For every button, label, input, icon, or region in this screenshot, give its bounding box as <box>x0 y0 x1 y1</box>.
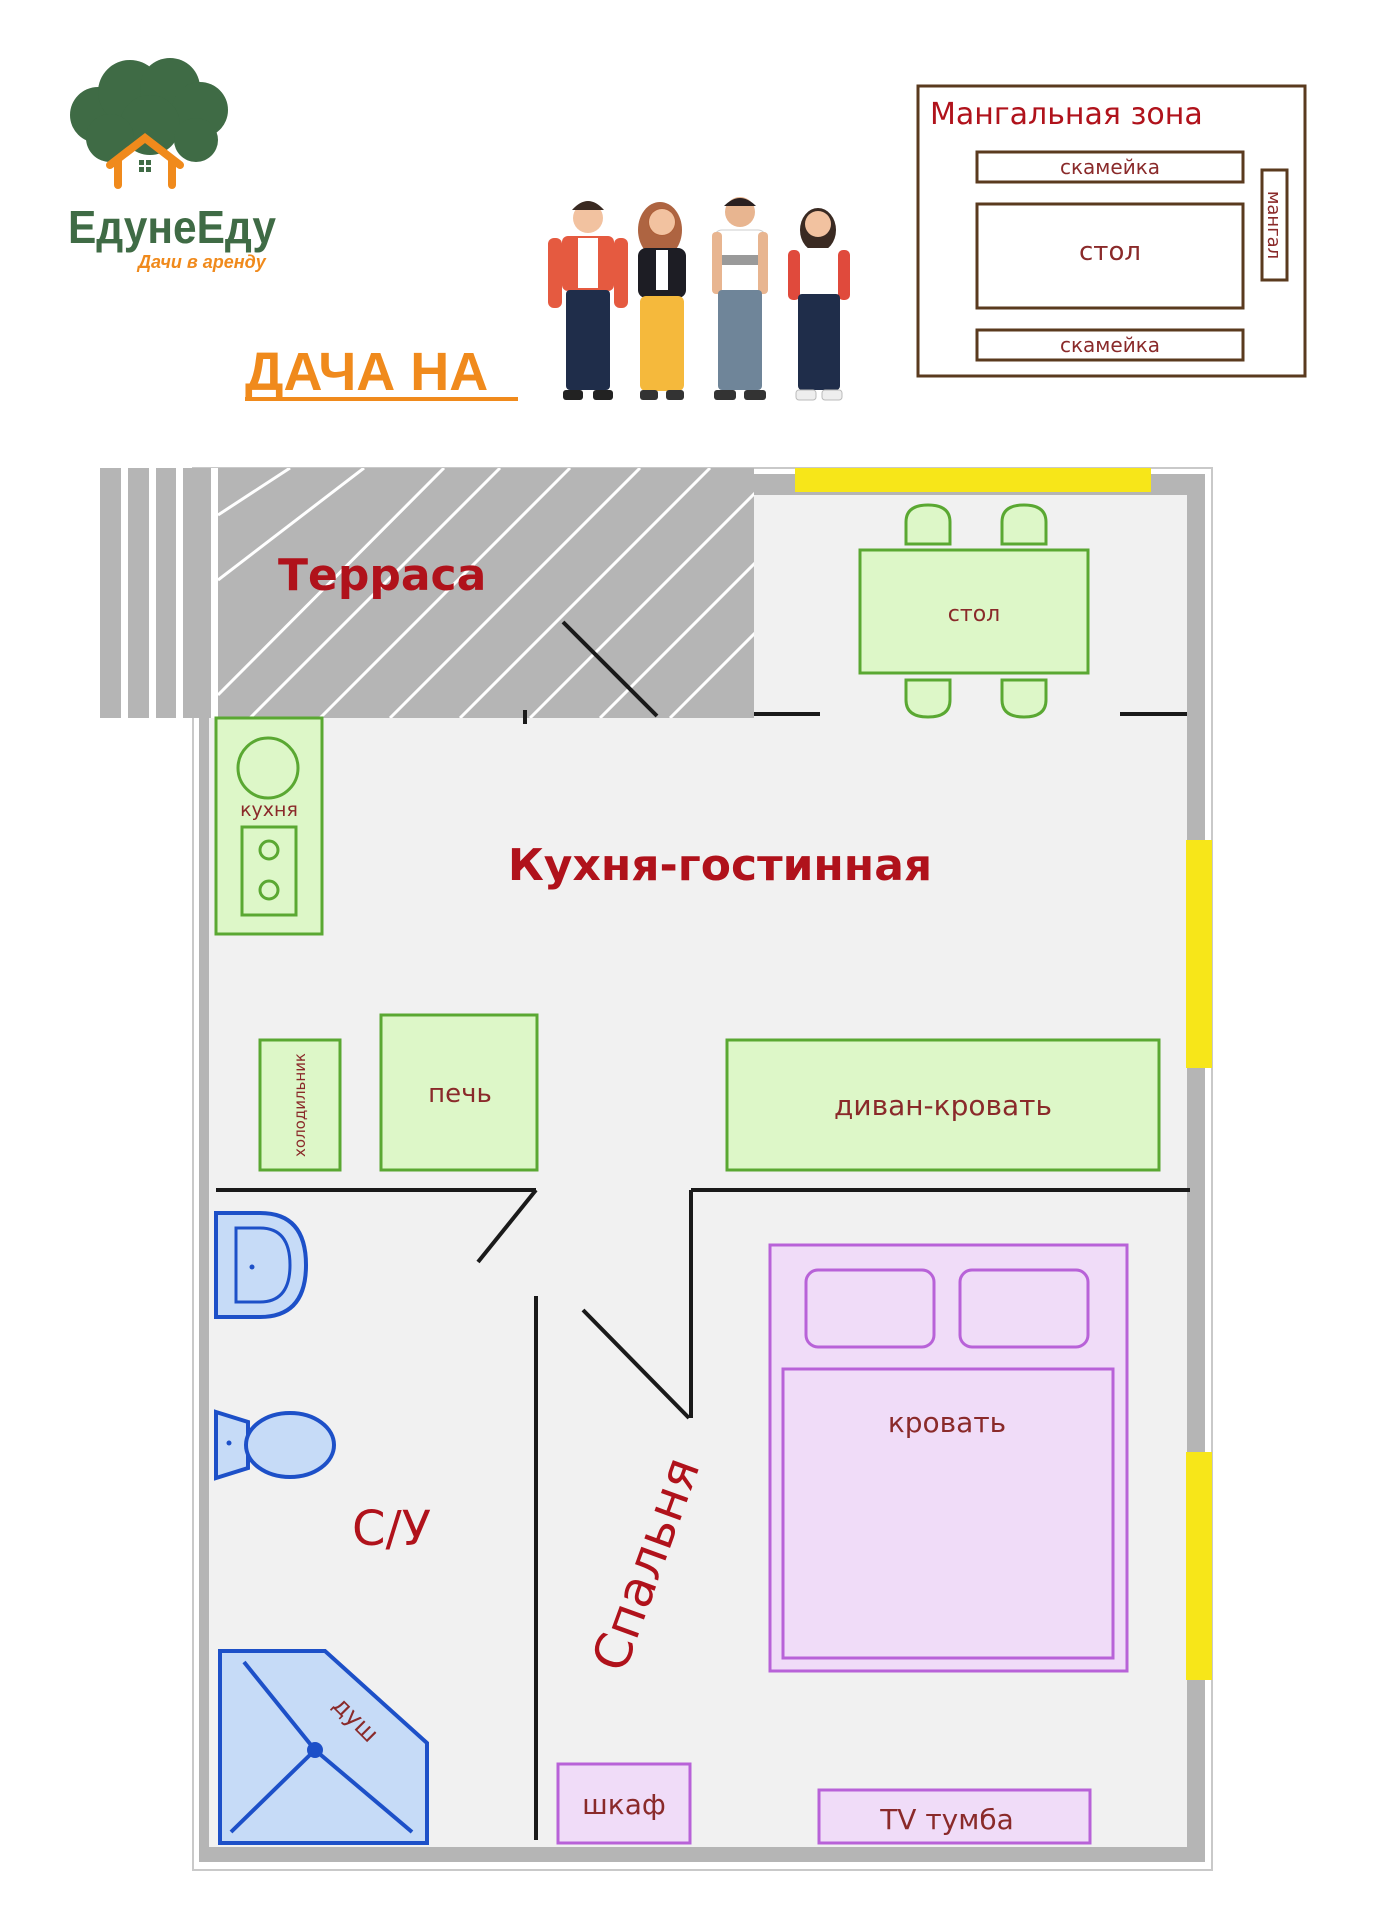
sink-icon <box>214 1211 309 1319</box>
logo-name: ЕдунеЕду <box>68 201 276 253</box>
sofa-bed-label: диван-кровать <box>834 1089 1052 1122</box>
window <box>1186 840 1212 1068</box>
window <box>1186 1452 1212 1680</box>
room-label-kitchen-living: Кухня-гостинная <box>508 840 932 891</box>
bathroom-door <box>476 1188 538 1264</box>
bench-top <box>975 150 1245 184</box>
bed <box>768 1243 1129 1673</box>
fridge <box>258 1038 342 1172</box>
shower-drain-icon <box>307 1742 323 1758</box>
room-label-bathroom: С/У <box>352 1501 431 1557</box>
shower <box>218 1649 429 1845</box>
bed-label: кровать <box>888 1406 1006 1439</box>
grill-label: мангал <box>1263 191 1284 259</box>
sink <box>236 736 300 800</box>
dining-set <box>858 503 1090 719</box>
person-icon <box>638 202 686 400</box>
pillow <box>804 1268 936 1349</box>
grill <box>1260 168 1289 282</box>
chair <box>1000 503 1048 546</box>
window <box>795 468 1151 492</box>
bench-bottom <box>975 328 1245 362</box>
bbq-table-label: стол <box>1079 237 1141 267</box>
bedroom-door <box>581 1308 691 1420</box>
sofa-bed <box>725 1038 1161 1172</box>
burner <box>258 839 280 861</box>
kitchen-unit <box>214 716 324 936</box>
chair <box>904 678 952 719</box>
pillow <box>958 1268 1090 1349</box>
chair <box>1000 678 1048 719</box>
brand-logo: ЕдунеЕду Дачи в аренду <box>68 58 276 272</box>
terrace <box>100 468 754 718</box>
blanket <box>781 1367 1115 1660</box>
bbq-zone: Мангальная зона скамейка стол скамейка м… <box>916 84 1307 378</box>
tv-stand-label: TV тумба <box>879 1803 1014 1836</box>
kitchen-label: кухня <box>240 799 298 821</box>
stove-label: печь <box>428 1079 492 1109</box>
dining-table-label: стол <box>948 602 1000 627</box>
tv-stand <box>817 1788 1092 1845</box>
stove <box>379 1013 539 1172</box>
headline: ДАЧА НА <box>245 342 488 402</box>
house-icon <box>106 132 184 189</box>
people-illustration <box>548 197 850 401</box>
toilet-icon <box>214 1409 336 1481</box>
fridge-label: холодильник <box>291 1053 309 1157</box>
bench-top-label: скамейка <box>1060 155 1160 179</box>
logo-tagline: Дачи в аренду <box>136 252 267 272</box>
entrance-door <box>561 620 659 718</box>
tree-icon <box>70 58 228 162</box>
chair <box>904 503 952 546</box>
room-label-terrace: Терраса <box>278 550 486 601</box>
person-icon <box>788 208 850 401</box>
bbq-zone-title: Мангальная зона <box>930 97 1203 132</box>
dining-table <box>858 548 1090 675</box>
wardrobe-label: шкаф <box>582 1788 666 1821</box>
person-icon <box>712 197 768 400</box>
wardrobe <box>556 1762 692 1845</box>
person-icon <box>548 201 628 400</box>
burner <box>258 879 280 901</box>
bench-bottom-label: скамейка <box>1060 333 1160 357</box>
bbq-table <box>975 202 1245 310</box>
